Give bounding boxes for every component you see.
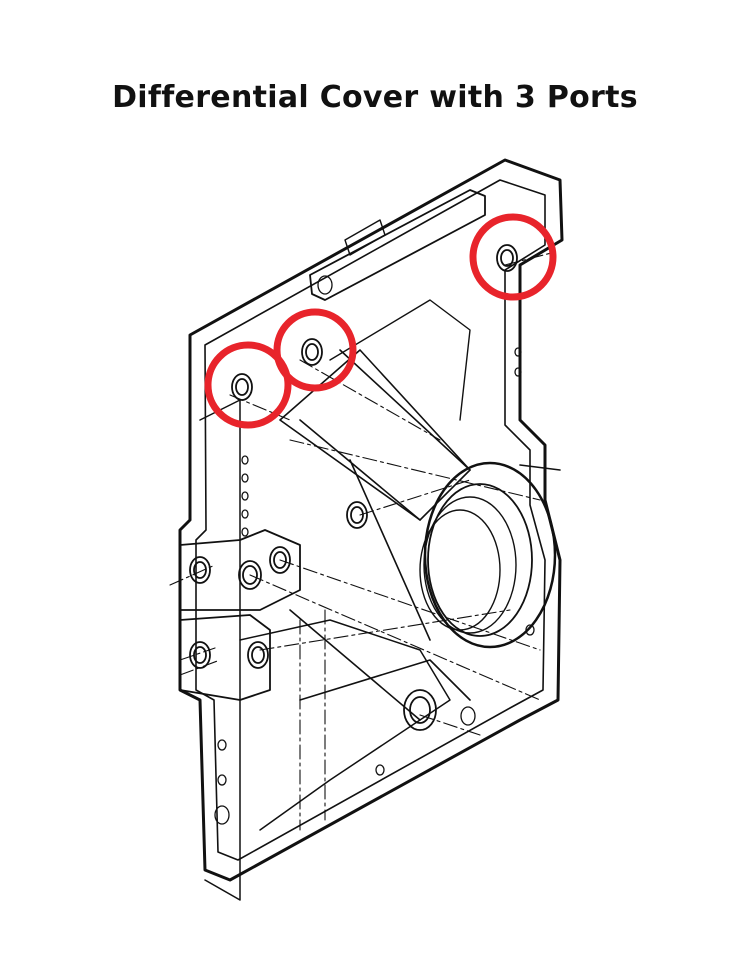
port-highlights [204, 213, 557, 429]
inner-rib [329, 299, 471, 421]
highlight-circle-port-3 [469, 213, 557, 301]
plate-inner-rim [195, 179, 546, 861]
lower-rib [289, 609, 471, 721]
highlight-circle-port-1 [204, 341, 292, 429]
page-title: Differential Cover with 3 Ports [112, 80, 638, 115]
port-bottom-center [403, 689, 437, 731]
port-lower-2 [247, 641, 269, 669]
highlight-circle-port-2 [273, 308, 357, 392]
bell-housing-outer [423, 461, 557, 649]
bell-housing-ring-2 [423, 496, 517, 634]
port-center [346, 501, 368, 529]
port-top-right [496, 244, 518, 272]
upper-rib [279, 349, 471, 521]
left-port-block [179, 529, 301, 611]
bell-housing-cone [299, 349, 561, 641]
left-rail-holes [214, 455, 249, 825]
lower-gusset [239, 619, 451, 831]
port-upper-left [231, 373, 253, 401]
port-upper-middle [301, 338, 323, 366]
bell-housing-ring-3 [419, 509, 501, 631]
port-side-1 [189, 556, 211, 584]
port-side-2 [238, 560, 262, 590]
bell-housing-ring-1 [427, 483, 533, 637]
ports [189, 244, 518, 731]
top-ledge [309, 189, 486, 301]
port-side-3 [269, 546, 291, 574]
right-rail-holes [317, 275, 535, 776]
top-ledge-lip [344, 219, 386, 256]
lower-left-port-block [179, 614, 271, 701]
center-lines [169, 251, 556, 831]
